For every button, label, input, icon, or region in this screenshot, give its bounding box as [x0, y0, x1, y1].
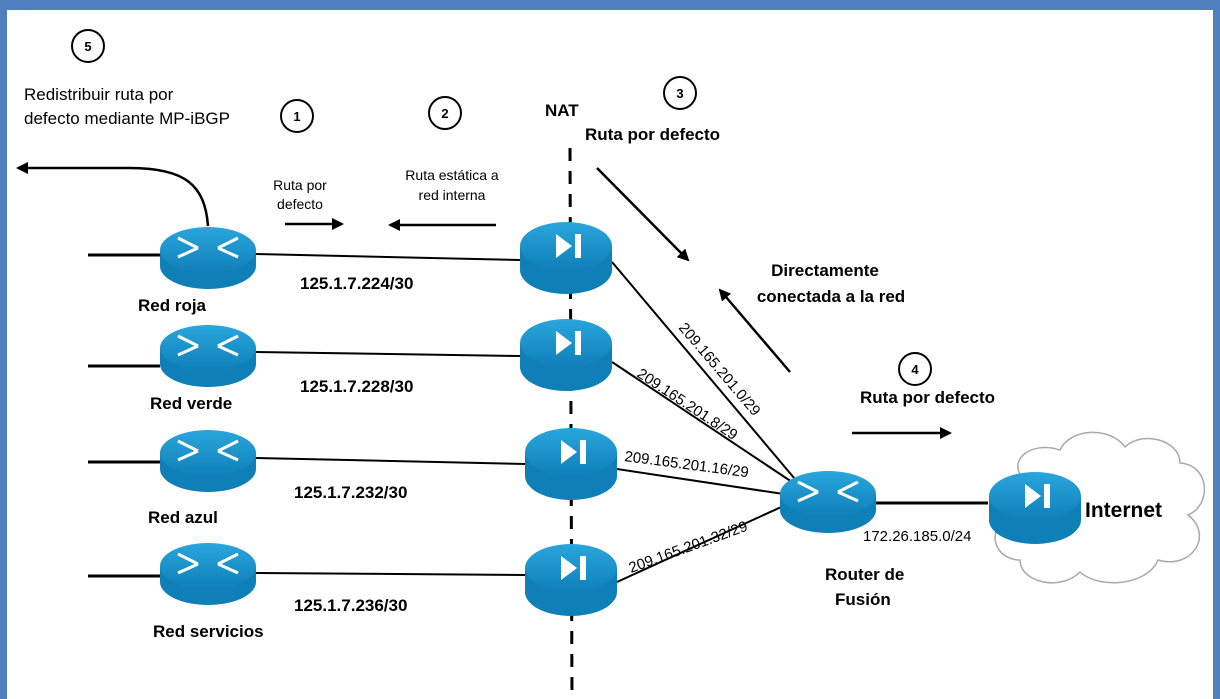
router-icon [160, 325, 256, 387]
step-marker: 1 [280, 99, 314, 133]
network-name: Red azul [148, 508, 218, 527]
network-name: Red verde [150, 394, 232, 413]
fusion-router-label-1: Router de [825, 565, 904, 584]
directly-connected-arrow [718, 288, 791, 373]
step-marker: 3 [663, 76, 697, 110]
subnet-label: 125.1.7.232/30 [294, 483, 407, 502]
firewall-icon [525, 428, 617, 500]
default-route-label: Ruta por defecto [585, 125, 720, 144]
step-marker: 2 [428, 96, 462, 130]
wan-subnet-label: 209.165.201.16/29 [623, 448, 749, 481]
redistribute-arrow [16, 162, 210, 227]
static-route-label-1: Ruta estática a [405, 167, 499, 183]
default-route-label: Ruta por defecto [860, 388, 995, 407]
internet-label: Internet [1085, 499, 1162, 522]
step-number: 1 [293, 109, 300, 124]
firewall-icon [989, 472, 1081, 544]
step-number: 2 [441, 106, 448, 121]
step-number: 5 [84, 39, 91, 54]
nat-label: NAT [545, 101, 579, 120]
firewall-icon [520, 222, 612, 294]
directly-connected-label-1: Directamente [771, 261, 879, 280]
firewall-icon [520, 319, 612, 391]
directly-connected-label-2: conectada a la red [757, 287, 905, 306]
network-name: Red servicios [153, 622, 264, 641]
default-route-small-label-1: Ruta por [273, 177, 327, 193]
router-icon [160, 430, 256, 492]
fusion-router-label-2: Fusión [835, 590, 891, 609]
static-route-label-2: red interna [419, 187, 486, 203]
router-icon [160, 543, 256, 605]
redistribute-label-1: Redistribuir ruta por [24, 85, 174, 104]
default-route-small-label-2: defecto [277, 196, 323, 212]
router-icon [160, 227, 256, 289]
cloud-icon [994, 431, 1205, 584]
firewall-icon [525, 544, 617, 616]
internet-link-label: 172.26.185.0/24 [863, 528, 971, 545]
wan-subnet-label: 209.165.201.32/29 [627, 518, 750, 577]
step-number: 3 [676, 86, 683, 101]
router-icon [780, 471, 876, 533]
subnet-label: 125.1.7.228/30 [300, 377, 413, 396]
network-name: Red roja [138, 296, 207, 315]
subnet-label: 125.1.7.224/30 [300, 274, 413, 293]
step-number: 4 [911, 362, 919, 377]
step-marker: 5 [71, 29, 105, 63]
step-marker: 4 [898, 352, 932, 386]
subnet-label: 125.1.7.236/30 [294, 596, 407, 615]
redistribute-label-2: defecto mediante MP-iBGP [24, 109, 230, 128]
default-route-arrow [596, 167, 690, 262]
